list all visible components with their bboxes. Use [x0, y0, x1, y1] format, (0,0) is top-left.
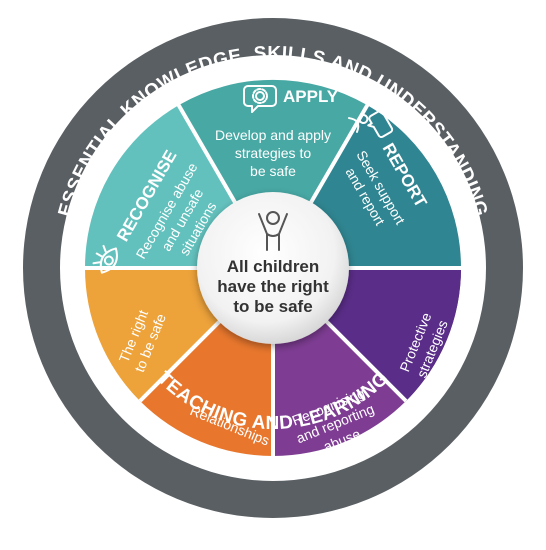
- apply-line3: be safe: [250, 163, 296, 179]
- center-line2: have the right: [217, 277, 329, 296]
- segment-apply: [179, 79, 367, 268]
- apply-line1: Develop and apply: [215, 127, 331, 143]
- center-line3: to be safe: [233, 297, 312, 316]
- people-speech-icon: [348, 109, 394, 139]
- child-arms-up-icon: [258, 211, 288, 251]
- center-line1: All children: [227, 257, 320, 276]
- center-hub: [197, 192, 349, 344]
- apply-title: APPLY: [283, 87, 339, 106]
- apply-line2: strategies to: [235, 145, 311, 161]
- gear-speech-icon: [243, 85, 277, 113]
- eye-icon: [92, 244, 118, 274]
